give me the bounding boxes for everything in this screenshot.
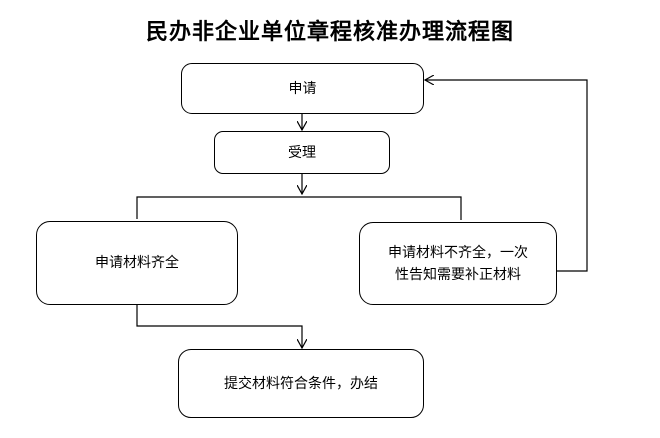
node-materials-incomplete-line1: 申请材料不齐全，一次 bbox=[388, 244, 528, 261]
node-complete-label: 提交材料符合条件，办结 bbox=[224, 375, 378, 392]
node-materials-complete: 申请材料齐全 bbox=[36, 221, 238, 305]
node-materials-incomplete: 申请材料不齐全，一次 性告知需要补正材料 bbox=[359, 222, 557, 305]
diagram-title: 民办非企业单位章程核准办理流程图 bbox=[145, 20, 514, 45]
arrow-partial-to-apply bbox=[425, 80, 588, 272]
node-materials-complete-label: 申请材料齐全 bbox=[95, 255, 179, 271]
node-materials-incomplete-line2: 性告知需要补正材料 bbox=[395, 266, 521, 283]
arrow-full-to-done bbox=[136, 305, 302, 348]
node-accept: 受理 bbox=[214, 131, 390, 174]
node-accept-label: 受理 bbox=[288, 144, 316, 161]
node-complete: 提交材料符合条件，办结 bbox=[178, 349, 424, 418]
node-apply: 申请 bbox=[181, 63, 424, 114]
node-apply-label: 申请 bbox=[288, 80, 317, 97]
branch-line bbox=[136, 196, 462, 220]
